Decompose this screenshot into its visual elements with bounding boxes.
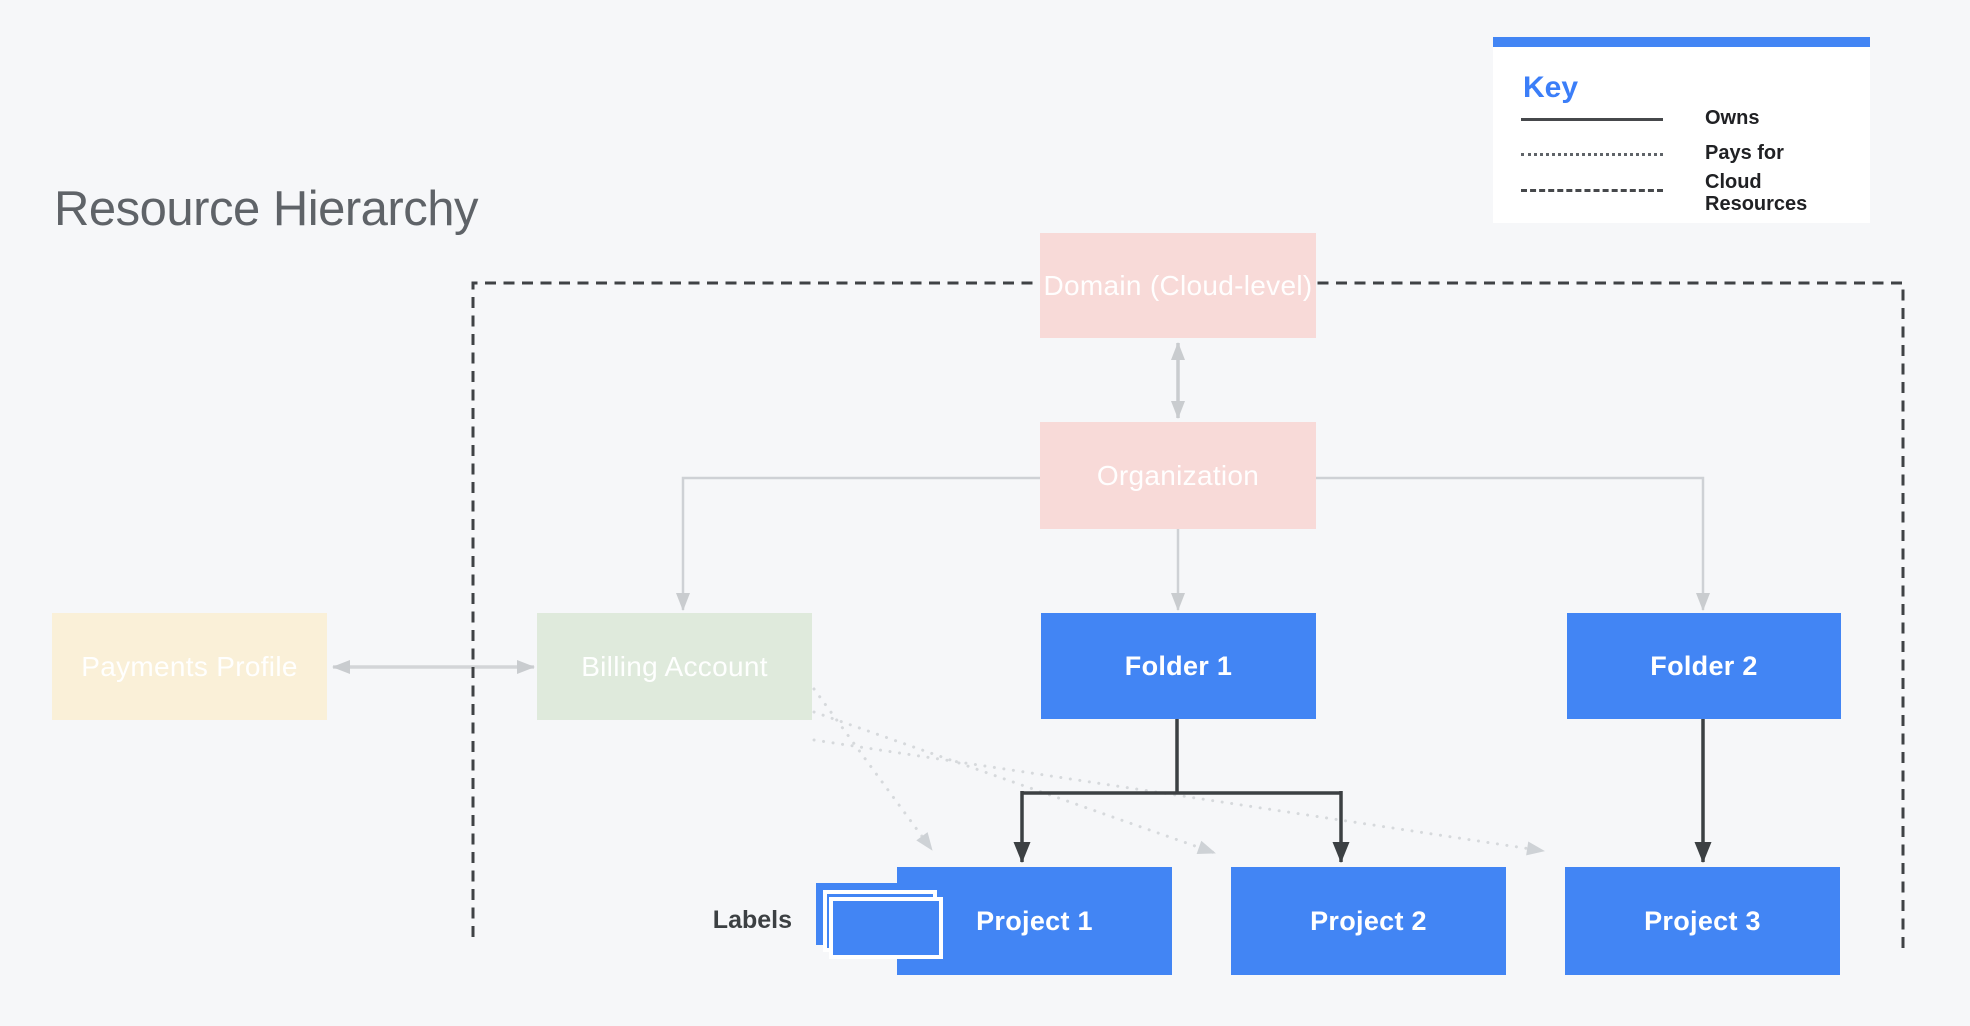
key-label-cloud-resources: Cloud Resources [1705,171,1808,215]
key-panel: Key Owns Pays for Cloud Resources [1493,37,1870,223]
owns-connector-org-to-billing [676,476,1040,611]
node-folder-2: Folder 2 [1567,613,1841,719]
solid-line-swatch [1521,118,1663,121]
node-payments-profile: Payments Profile [52,613,327,720]
pays-for-line-project2 [812,710,1217,855]
node-domain-label: Domain (Cloud-level) [1043,269,1313,301]
dotted-line-swatch [1521,153,1663,156]
key-label-owns: Owns [1705,107,1760,129]
page-title: Resource Hierarchy [54,182,479,236]
pays-for-line-project1 [812,687,934,852]
node-folder-2-label: Folder 2 [1650,650,1758,681]
key-heading: Key [1523,71,1579,104]
node-project-1-label: Project 1 [976,905,1093,936]
node-billing-account-label: Billing Account [581,650,768,682]
node-billing-account: Billing Account [537,613,812,720]
node-project-2: Project 2 [1231,867,1506,975]
node-folder-1: Folder 1 [1041,613,1316,719]
key-accent-bar [1493,37,1870,47]
node-project-3-label: Project 3 [1644,905,1761,936]
node-project-2-label: Project 2 [1310,905,1427,936]
node-payments-profile-label: Payments Profile [81,650,298,682]
node-organization-label: Organization [1096,459,1260,491]
node-organization: Organization [1040,422,1316,529]
labels-caption: Labels [712,906,792,934]
node-project-3: Project 3 [1565,867,1840,975]
label-card-front-icon [829,897,943,959]
key-body: Key Owns Pays for Cloud Resources [1493,47,1870,223]
owns-connector-org-to-folder2 [1316,476,1710,611]
node-domain: Domain (Cloud-level) [1040,233,1316,338]
pays-for-line-project3 [812,738,1546,856]
dashed-line-swatch [1521,189,1663,192]
node-folder-1-label: Folder 1 [1124,650,1233,681]
key-label-pays-for: Pays for [1705,142,1784,164]
labels-stack-icon [816,883,943,959]
